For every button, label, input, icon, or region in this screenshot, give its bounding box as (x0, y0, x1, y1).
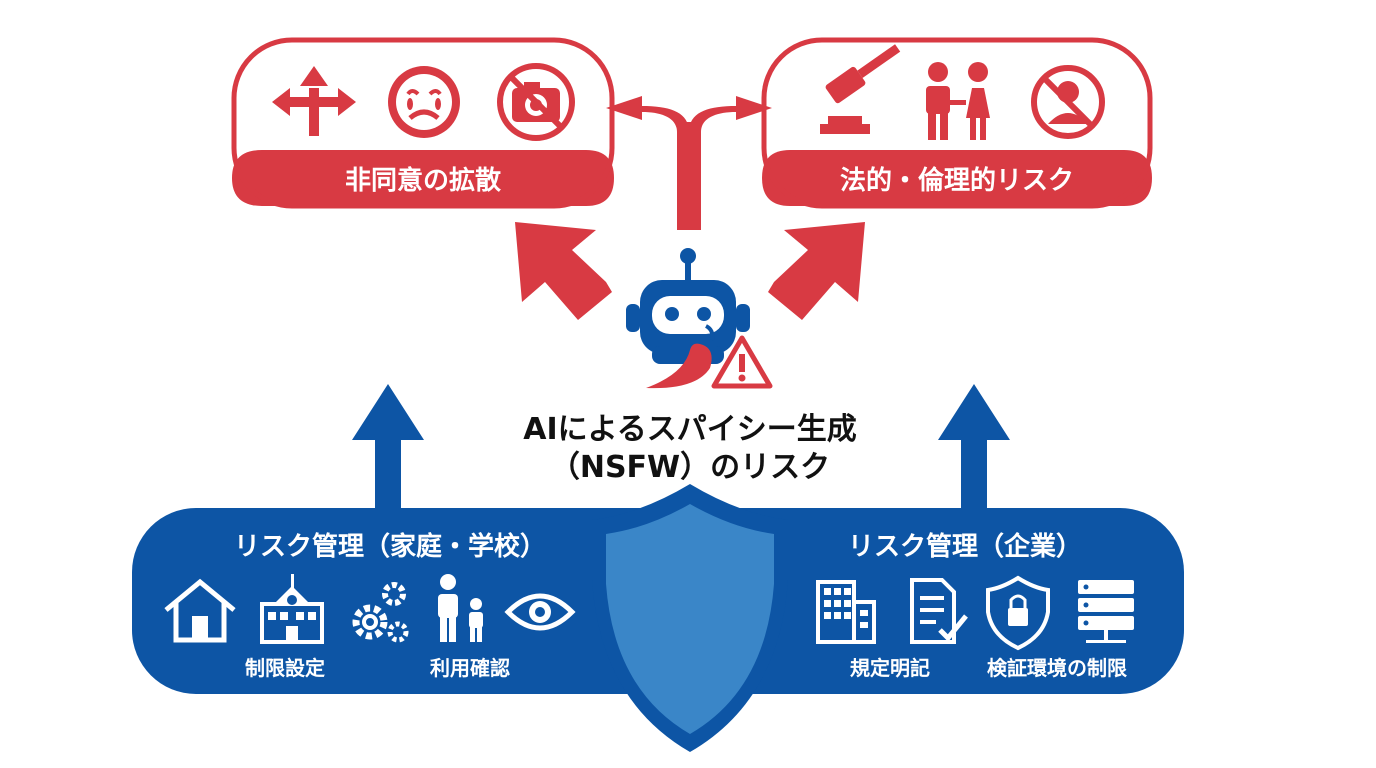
fork-arrow (606, 96, 772, 230)
arrow-to-right-risk (768, 222, 865, 320)
gavel-icon (820, 44, 901, 134)
caption-usage-check: 利用確認 (430, 656, 510, 680)
caption-restriction-settings: 制限設定 (245, 656, 325, 680)
arrow-up-right (938, 384, 1010, 512)
management-enterprise-title: リスク管理（企業） (847, 532, 1082, 562)
couple-icon (926, 62, 990, 140)
shield-icon (592, 484, 788, 752)
eye-icon (504, 593, 576, 631)
crying-face-icon (388, 66, 460, 138)
risk-left-label: 非同意の拡散 (344, 166, 501, 196)
server-icon (1078, 580, 1134, 643)
arrow-up-left (352, 384, 424, 512)
robot-icon (626, 248, 750, 364)
chili-pepper-icon (646, 324, 715, 389)
risk-right-label: 法的・倫理的リスク (839, 166, 1074, 196)
diverging-arrows-icon (272, 66, 356, 136)
caption-test-environment-limit: 検証環境の制限 (987, 656, 1127, 680)
no-camera-icon (497, 63, 575, 141)
gears-icon (352, 582, 409, 643)
parent-child-icon (438, 574, 483, 642)
risk-box-left (231, 37, 615, 209)
lock-shield-icon (986, 575, 1050, 651)
house-icon (164, 578, 236, 643)
management-home-school-title: リスク管理（家庭・学校） (233, 532, 546, 562)
arrow-to-left-risk (515, 222, 612, 320)
document-check-icon (910, 578, 968, 644)
office-building-icon (816, 580, 876, 644)
warning-triangle-icon (711, 335, 773, 389)
caption-policy-statement: 規定明記 (850, 656, 930, 680)
risk-box-right (761, 37, 1153, 209)
school-icon (260, 574, 324, 644)
center-title-line2: （NSFW）のリスク (549, 450, 831, 485)
center-title-line1: AIによるスパイシー生成 (523, 412, 857, 447)
no-person-icon (1031, 65, 1105, 139)
